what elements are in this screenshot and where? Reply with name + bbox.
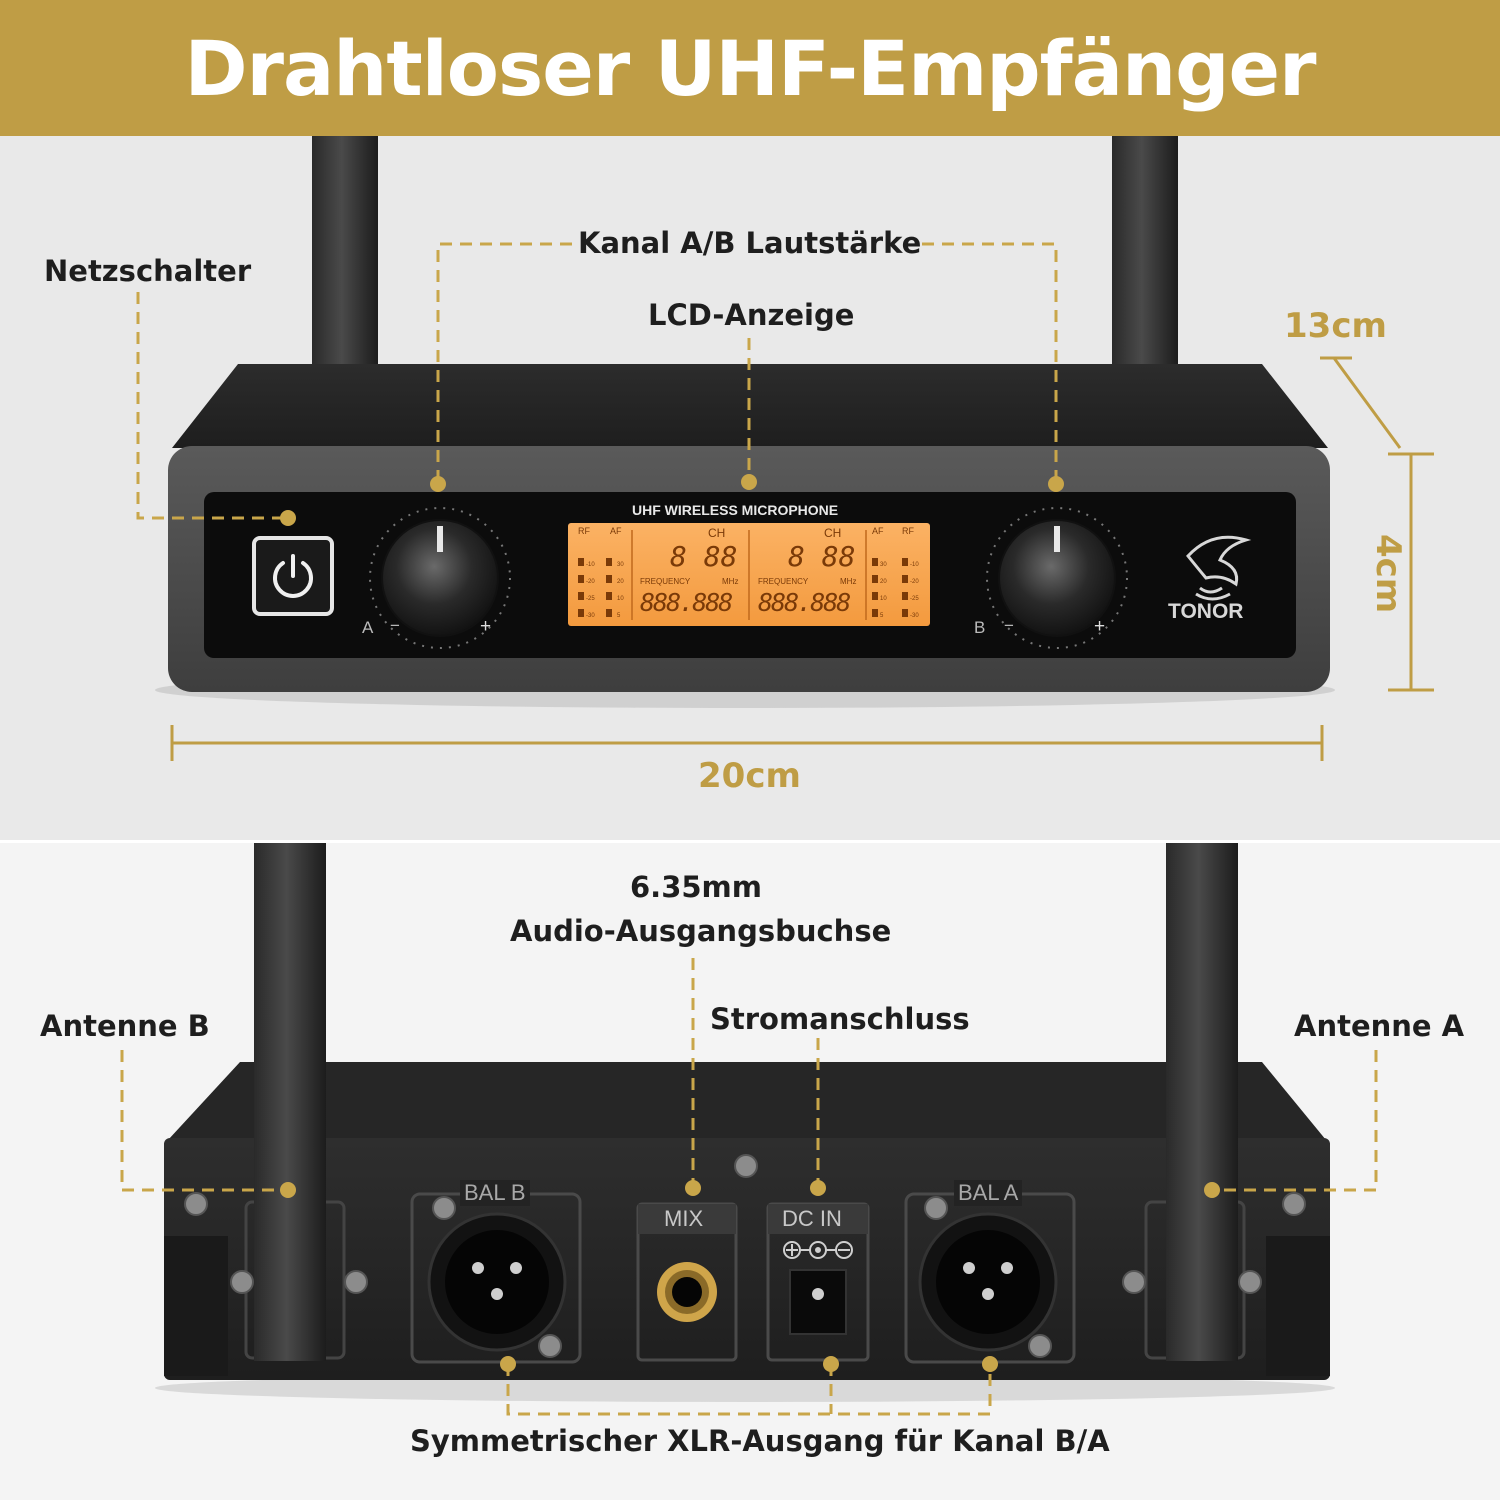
lcd-mhz-a: MHz [722, 577, 739, 586]
device-back-top [168, 1062, 1326, 1140]
knob-a-label: A [362, 618, 374, 637]
antenna-a [1166, 843, 1238, 1361]
dc-socket-icon[interactable] [789, 1269, 847, 1335]
lcd-frequency-a: FREQUENCY [640, 577, 691, 586]
bal-b-label: BAL B [460, 1180, 530, 1206]
mix-label: MIX [664, 1206, 704, 1231]
callout-volume-right [922, 242, 1058, 484]
lcd-freq-digits-b: 888.888 [758, 588, 851, 617]
tonor-logo-icon [1186, 535, 1252, 601]
lcd-rf-right: RF [902, 526, 914, 536]
power-icon [273, 554, 313, 598]
jack-socket-icon[interactable] [657, 1262, 717, 1322]
lcd-af-left: AF [610, 526, 622, 536]
lcd-ch-digits-b: 8 88 [788, 540, 856, 573]
lcd-ch-a: CH [708, 526, 726, 540]
lcd-ch-b: CH [824, 526, 842, 540]
label-volume: Kanal A/B Lautstärke [578, 226, 922, 260]
dimension-depth: 13cm [1284, 306, 1387, 346]
lcd-mhz-b: MHz [840, 577, 857, 586]
label-power-in: Stromanschluss [710, 1002, 970, 1036]
lcd-frequency-b: FREQUENCY [758, 577, 809, 586]
callout-xlr [506, 1364, 992, 1416]
label-antenna-a: Antenne A [1294, 1009, 1465, 1043]
antenna-right-front [1112, 136, 1178, 386]
lcd-rf-left: RF [578, 526, 590, 536]
device-header-text: UHF WIRELESS MICROPHONE [632, 502, 839, 518]
label-power-switch: Netzschalter [44, 254, 252, 288]
xlr-connector-icon[interactable] [918, 1212, 1058, 1352]
title-banner: Drahtloser UHF-Empfänger [0, 0, 1500, 136]
bal-a-label: BAL A [954, 1180, 1023, 1206]
callout-antenna-b [120, 1050, 288, 1192]
polarity-icon [783, 1241, 853, 1259]
label-audio-out: Audio-Ausgangsbuchse [510, 914, 892, 948]
volume-knob-b[interactable] [986, 507, 1128, 649]
knob-a-minus: − [390, 616, 400, 635]
xlr-connector-icon[interactable] [427, 1212, 567, 1352]
antenna-b [254, 843, 326, 1361]
page-title: Drahtloser UHF-Empfänger [184, 23, 1316, 113]
dimension-height: 4cm [1368, 534, 1408, 614]
label-antenna-b: Antenne B [40, 1009, 210, 1043]
lcd-af-right: AF [872, 526, 884, 536]
label-lcd: LCD-Anzeige [648, 298, 855, 332]
dimension-width: 20cm [698, 756, 801, 796]
dc-in-label: DC IN [782, 1206, 842, 1231]
knob-b-minus: − [1004, 616, 1014, 635]
knob-b-label: B [974, 618, 986, 637]
knob-b-plus: + [1094, 616, 1106, 637]
lcd-ch-digits-a: 8 88 [670, 540, 738, 573]
lcd-scale-left: -10-20-25-30 [586, 562, 595, 619]
callout-power-switch [136, 292, 288, 520]
lcd-freq-digits-a: 888.888 [640, 588, 733, 617]
label-audio-out-size: 6.35mm [630, 870, 762, 904]
callout-antenna-a [1212, 1050, 1378, 1192]
volume-knob-a[interactable] [369, 507, 511, 649]
callout-volume-left [436, 242, 572, 484]
knob-a-plus: + [480, 616, 492, 637]
label-xlr-output: Symmetrischer XLR-Ausgang für Kanal B/A [410, 1424, 1110, 1458]
brand-text: TONOR [1168, 600, 1244, 623]
lcd-scale-right: -10-20-25-30 [910, 562, 919, 619]
antenna-left-front [312, 136, 378, 386]
